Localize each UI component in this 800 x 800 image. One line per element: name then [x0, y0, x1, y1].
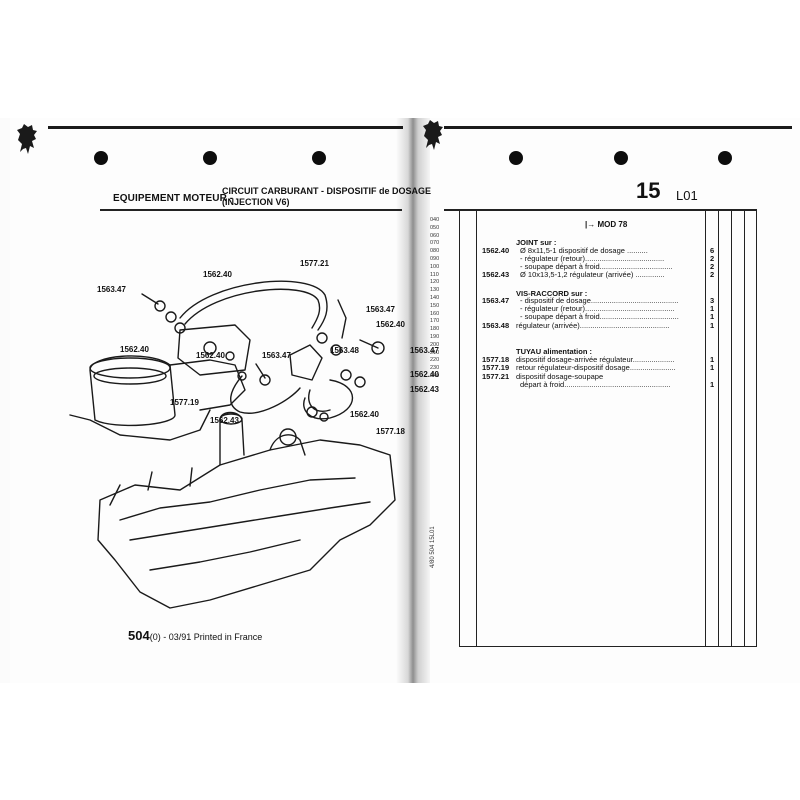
- top-rule-left: [48, 126, 403, 129]
- line-code: 120: [430, 279, 440, 286]
- line-code: 060: [430, 232, 440, 239]
- callout-1577-21: 1577.21: [300, 259, 329, 268]
- table-row: - soupape départ à froid................…: [520, 312, 715, 321]
- table-rule: [476, 209, 478, 647]
- table-row: 1562.43 Ø 10x13,5-1,2 régulateur (arrivé…: [482, 270, 715, 279]
- line-code: 170: [430, 318, 440, 325]
- footer-suffix: (0) - 03/91 Printed in France: [149, 632, 263, 642]
- line-code: 190: [430, 333, 440, 340]
- punch-hole: [509, 151, 523, 165]
- book-gutter: [396, 118, 430, 683]
- right-page: [418, 118, 800, 683]
- footer-model: 504: [128, 628, 150, 643]
- table-bottom-rule: [459, 646, 756, 648]
- callout-1562-40: 1562.40: [410, 370, 439, 379]
- top-rule-right: [444, 126, 792, 129]
- table-row: 1577.21 dispositif dosage-soupape: [482, 372, 604, 381]
- header-rule-left: [100, 209, 402, 211]
- callout-1562-43: 1562.43: [410, 385, 439, 394]
- table-row: - régulateur (retour)...................…: [520, 254, 715, 263]
- callout-1562-40: 1562.40: [196, 351, 225, 360]
- line-code: 140: [430, 294, 440, 301]
- mod-label: MOD 78: [597, 220, 628, 229]
- subtitle-line2: (INJECTION V6): [222, 197, 290, 207]
- callout-1577-18: 1577.18: [376, 427, 405, 436]
- line-code: 040: [430, 217, 440, 223]
- group-title: JOINT sur :: [516, 238, 557, 247]
- group-title: TUYAU alimentation :: [516, 347, 592, 356]
- callout-1563-47: 1563.47: [97, 285, 126, 294]
- line-code: 090: [430, 255, 440, 262]
- table-row: - soupape départ à froid................…: [520, 262, 715, 271]
- table-rule: [705, 209, 707, 647]
- line-code: 130: [430, 287, 440, 294]
- table-rule: [756, 209, 758, 647]
- callout-1577-19: 1577.19: [170, 398, 199, 407]
- table-row: 1562.40 Ø 8x11,5-1 dispositif de dosage …: [482, 246, 715, 255]
- callout-1563-47: 1563.47: [410, 346, 439, 355]
- page-code: L01: [676, 188, 698, 203]
- section-title: EQUIPEMENT MOTEUR -: [113, 193, 234, 204]
- table-rule: [718, 209, 720, 647]
- group-title: VIS-RACCORD sur :: [516, 289, 588, 298]
- peugeot-lion-logo-left: [17, 124, 37, 154]
- callout-1562-40: 1562.40: [376, 320, 405, 329]
- punch-hole: [718, 151, 732, 165]
- table-rule: [731, 209, 733, 647]
- table-row: 1563.48 régulateur (arrivée)............…: [482, 321, 715, 330]
- line-code: 150: [430, 302, 440, 309]
- callout-1562-40: 1562.40: [350, 410, 379, 419]
- callout-1563-48: 1563.48: [330, 346, 359, 355]
- table-row: 1563.47 - dispositif de dosage..........…: [482, 296, 715, 305]
- callout-1562-40: 1562.40: [120, 345, 149, 354]
- punch-hole: [203, 151, 217, 165]
- line-code: 200: [430, 341, 440, 348]
- header-rule-right: [444, 209, 756, 211]
- page-number: 15: [636, 178, 661, 203]
- table-row: 1577.19 retour régulateur-dispositif dos…: [482, 363, 715, 372]
- arrow-right-icon: |→: [585, 220, 596, 229]
- line-code: 100: [430, 263, 440, 270]
- punch-hole: [312, 151, 326, 165]
- line-code: 230: [430, 365, 440, 372]
- line-code: 110: [430, 271, 439, 278]
- line-code: 050: [430, 224, 440, 231]
- table-row: départ à froid..........................…: [520, 380, 715, 389]
- line-code: 240: [430, 372, 440, 379]
- line-code: 070: [430, 240, 440, 247]
- fuel-circuit-diagram: [69, 280, 396, 609]
- peugeot-lion-logo-right: [423, 120, 443, 150]
- left-page: [10, 118, 412, 683]
- callout-1562-40: 1562.40: [203, 270, 232, 279]
- line-code: 210: [430, 349, 440, 356]
- line-code: 180: [430, 326, 440, 333]
- table-row: - régulateur (retour)...................…: [520, 304, 715, 313]
- callout-1562-43: 1562.43: [210, 416, 239, 425]
- mod-marker: |→ MOD 78: [585, 220, 627, 229]
- page-footer: 504(0) - 03/91 Printed in France: [128, 628, 262, 643]
- punch-hole: [94, 151, 108, 165]
- table-row: 1577.18 dispositif dosage-arrivée régula…: [482, 355, 715, 364]
- line-code: 220: [430, 357, 440, 364]
- line-code: 080: [430, 248, 440, 255]
- line-code: 160: [430, 310, 440, 317]
- callout-1563-47: 1563.47: [366, 305, 395, 314]
- subtitle-line1: CIRCUIT CARBURANT - DISPOSITIF de DOSAGE: [222, 186, 432, 196]
- punch-hole: [614, 151, 628, 165]
- table-rule: [744, 209, 746, 647]
- table-rule: [459, 209, 461, 647]
- callout-1563-47: 1563.47: [262, 351, 291, 360]
- vertical-reference: 4/80 504 15L01: [430, 526, 436, 568]
